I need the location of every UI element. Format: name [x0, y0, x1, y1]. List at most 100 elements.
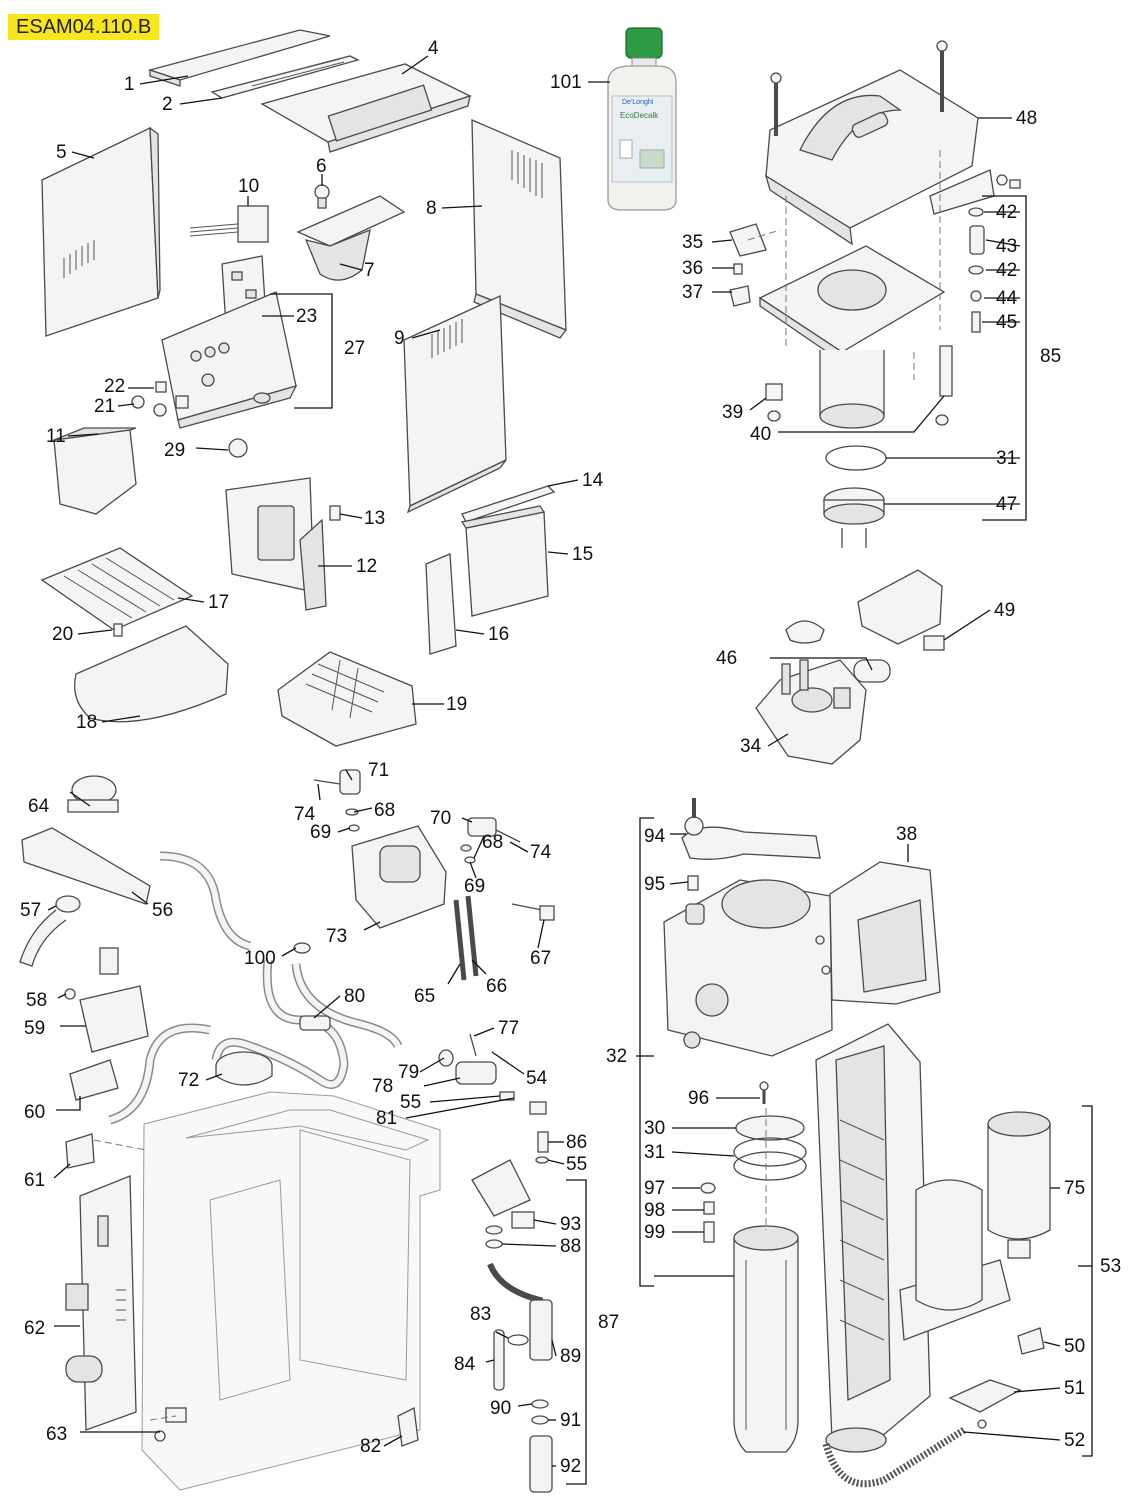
part-belt-52 — [822, 1427, 966, 1488]
callout-52: 52 — [1064, 1430, 1085, 1451]
part-chassis-frame — [141, 1091, 441, 1491]
part-filter-30-31 — [733, 1115, 807, 1181]
part-brew-unit-34 — [755, 659, 867, 765]
callout-34: 34 — [740, 736, 762, 757]
part-latch-13 — [329, 505, 341, 521]
part-valve-78-79 — [438, 1033, 547, 1115]
callout-79: 79 — [398, 1062, 419, 1083]
part-top-cover-4 — [260, 63, 472, 153]
part-hose-left — [159, 851, 252, 951]
callout-46: 46 — [716, 648, 737, 669]
callout-72: 72 — [178, 1070, 199, 1091]
callout-labels: 1 2 4 5 6 7 8 9 10 11 12 13 14 15 16 17 … — [20, 38, 1121, 1477]
callout-29: 29 — [164, 440, 185, 461]
part-valve-64 — [67, 775, 119, 813]
part-drip-grid-17 — [40, 547, 194, 631]
callout-43: 43 — [996, 236, 1017, 257]
part-brew-body-32 — [663, 879, 833, 1057]
callout-87: 87 — [598, 1312, 619, 1333]
part-mount-plate — [758, 245, 946, 364]
bottle-product-label: EcoDecalk — [620, 111, 659, 120]
callout-55a: 55 — [400, 1092, 421, 1113]
callout-64: 64 — [28, 796, 50, 817]
callout-62: 62 — [24, 1318, 45, 1339]
part-flowmeter-72 — [215, 1051, 273, 1086]
callout-11: 11 — [46, 426, 66, 447]
part-switch-50-51 — [948, 1327, 1045, 1429]
callout-55b: 55 — [566, 1154, 587, 1175]
part-motor-75 — [915, 1111, 1051, 1311]
callout-77: 77 — [498, 1018, 519, 1039]
callout-91: 91 — [560, 1410, 581, 1431]
callout-80: 80 — [344, 986, 365, 1007]
callout-96: 96 — [688, 1088, 709, 1109]
callout-86: 86 — [566, 1132, 587, 1153]
part-sensors-65-66 — [453, 895, 479, 981]
callout-14: 14 — [582, 470, 604, 491]
model-code-badge: ESAM04.110.B — [8, 14, 160, 40]
part-valve-stack-42-45 — [968, 207, 985, 333]
callout-69b: 69 — [464, 876, 485, 897]
part-control-panel-27 — [161, 291, 298, 429]
callout-70: 70 — [430, 808, 451, 829]
part-hose-loop — [108, 1023, 211, 1125]
part-strip-14 — [461, 485, 556, 523]
callout-38: 38 — [896, 824, 917, 845]
part-hose-80 — [211, 942, 403, 1089]
callout-42b: 42 — [996, 260, 1017, 281]
callout-90: 90 — [490, 1398, 511, 1419]
part-screws-96 — [759, 935, 831, 1104]
bottle-brand-label: De'Longhi — [622, 99, 654, 106]
callout-74a: 74 — [294, 804, 316, 825]
part-ribbon-cable-10 — [189, 205, 269, 243]
callout-49: 49 — [994, 600, 1015, 621]
callout-93: 93 — [560, 1214, 581, 1235]
callout-31b: 31 — [644, 1142, 665, 1163]
callout-1: 1 — [124, 74, 135, 95]
part-bracket-61 — [65, 1133, 95, 1169]
part-bracket-56 — [21, 827, 151, 905]
callout-44: 44 — [996, 288, 1018, 309]
callout-99: 99 — [644, 1222, 665, 1243]
callout-84: 84 — [454, 1354, 476, 1375]
callout-21: 21 — [94, 396, 115, 417]
part-lever-94 — [681, 798, 821, 860]
callout-83: 83 — [470, 1304, 491, 1325]
part-lid-1 — [147, 29, 331, 87]
part-tap-86-93 — [471, 1131, 549, 1249]
callout-32: 32 — [606, 1046, 627, 1067]
part-motor-cylinder — [819, 350, 885, 429]
callout-66: 66 — [486, 976, 507, 997]
callout-19: 19 — [446, 694, 467, 715]
screws-top-48 — [770, 40, 1021, 189]
part-cap-46 — [785, 620, 891, 683]
part-cover-16 — [425, 553, 457, 655]
part-upper-head-48 — [764, 69, 995, 246]
part-steam-wand-89 — [487, 1262, 553, 1391]
callout-101: 101 — [550, 72, 582, 93]
callout-47: 47 — [996, 494, 1017, 515]
part-boiler-73 — [351, 825, 447, 929]
callout-57: 57 — [20, 900, 41, 921]
callout-97: 97 — [644, 1178, 665, 1199]
callout-51: 51 — [1064, 1378, 1085, 1399]
callout-100: 100 — [244, 948, 276, 969]
descaler-bottle-101: De'Longhi EcoDecalk — [607, 27, 677, 211]
callout-4: 4 — [428, 38, 439, 59]
callout-15: 15 — [572, 544, 593, 565]
callout-98: 98 — [644, 1200, 665, 1221]
callout-18: 18 — [76, 712, 97, 733]
callout-68b: 68 — [482, 832, 503, 853]
callout-85: 85 — [1040, 346, 1061, 367]
part-fitting-71 — [313, 769, 361, 832]
callout-61: 61 — [24, 1170, 45, 1191]
part-nozzle-90-92 — [529, 1399, 553, 1493]
callout-82: 82 — [360, 1436, 381, 1457]
callout-36: 36 — [682, 258, 703, 279]
callout-22: 22 — [104, 376, 125, 397]
callout-40: 40 — [750, 424, 771, 445]
part-tank-15 — [460, 505, 549, 617]
part-probe-67 — [511, 903, 555, 921]
part-grille-2 — [210, 55, 360, 99]
